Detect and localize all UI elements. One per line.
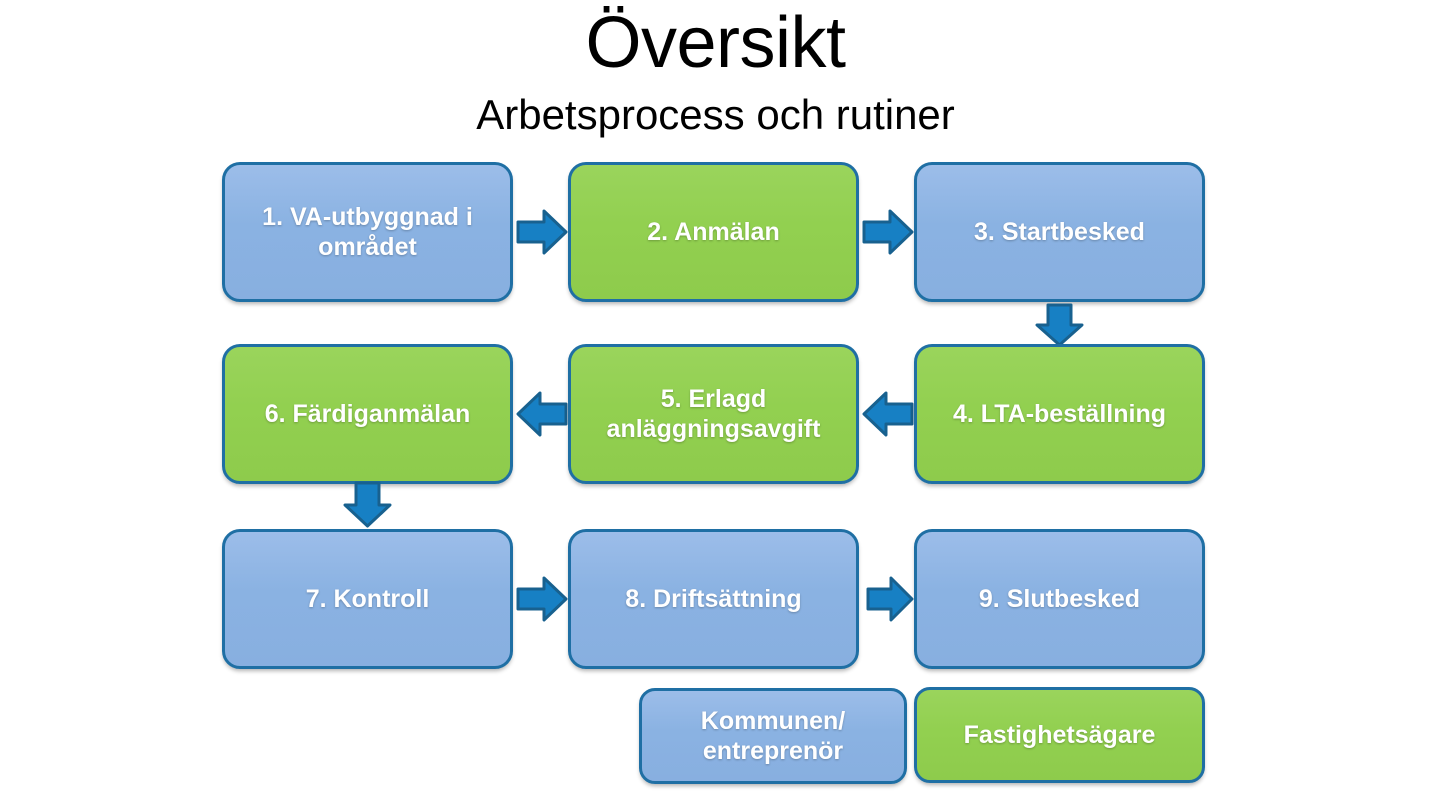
page-title: Översikt bbox=[585, 3, 846, 83]
process-step-6-label: 6. Färdiganmälan bbox=[264, 399, 471, 428]
process-step-8-label: 8. Driftsättning bbox=[625, 584, 802, 613]
arrow-right-icon-step7-step8 bbox=[516, 575, 568, 623]
legend-item-property-owner[interactable]: Fastighetsägare bbox=[914, 687, 1205, 783]
process-step-2-label: 2. Anmälan bbox=[647, 217, 780, 246]
process-step-7-label: 7. Kontroll bbox=[305, 584, 430, 613]
process-step-4-label: 4. LTA-beställning bbox=[953, 399, 1166, 428]
legend-item-municipality-label: Kommunen/ entreprenör bbox=[700, 706, 846, 766]
arrow-left-icon-step4-step5 bbox=[862, 390, 914, 438]
process-step-4[interactable]: 4. LTA-beställning bbox=[914, 344, 1205, 484]
process-step-5[interactable]: 5. Erlagd anläggningsavgift bbox=[568, 344, 859, 484]
legend-item-property-owner-label: Fastighetsägare bbox=[963, 720, 1156, 749]
arrow-down-icon-step6-step7 bbox=[341, 481, 394, 528]
page-subtitle: Arbetsprocess och rutiner bbox=[476, 91, 955, 138]
arrow-down-icon-step3-step4 bbox=[1033, 303, 1086, 347]
arrow-right-icon-step8-step9 bbox=[866, 575, 914, 623]
process-step-7[interactable]: 7. Kontroll bbox=[222, 529, 513, 669]
process-step-9[interactable]: 9. Slutbesked bbox=[914, 529, 1205, 669]
process-step-2[interactable]: 2. Anmälan bbox=[568, 162, 859, 302]
arrow-left-icon-step5-step6 bbox=[516, 390, 568, 438]
arrow-right-icon-step1-step2 bbox=[516, 208, 568, 256]
process-step-6[interactable]: 6. Färdiganmälan bbox=[222, 344, 513, 484]
process-step-3[interactable]: 3. Startbesked bbox=[914, 162, 1205, 302]
legend-item-municipality[interactable]: Kommunen/ entreprenör bbox=[639, 688, 907, 784]
process-step-1-label: 1. VA-utbyggnad i området bbox=[262, 202, 473, 262]
process-step-9-label: 9. Slutbesked bbox=[978, 584, 1141, 613]
process-step-3-label: 3. Startbesked bbox=[974, 217, 1145, 246]
arrow-right-icon-step2-step3 bbox=[862, 208, 914, 256]
process-step-8[interactable]: 8. Driftsättning bbox=[568, 529, 859, 669]
process-step-1[interactable]: 1. VA-utbyggnad i området bbox=[222, 162, 513, 302]
process-step-5-label: 5. Erlagd anläggningsavgift bbox=[606, 384, 821, 444]
